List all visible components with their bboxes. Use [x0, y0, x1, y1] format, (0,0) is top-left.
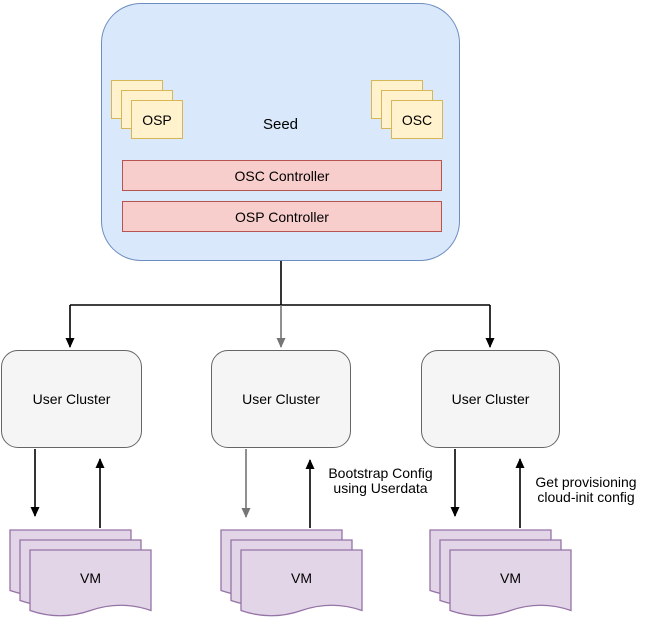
vm-1-label: VM: [80, 570, 101, 586]
annotation-bootstrap-line2: using Userdata: [333, 480, 428, 496]
seed-label: Seed: [262, 116, 299, 133]
osp-controller-label: OSP Controller: [235, 208, 329, 225]
annotation-provisioning-line1: Get provisioning: [535, 474, 637, 490]
osp-label: OSP: [142, 111, 172, 128]
osp-controller-bar: OSP Controller: [122, 201, 442, 232]
vm1-doc-front: [29, 549, 152, 617]
annotation-bootstrap-config: Bootstrap Config using Userdata: [308, 466, 453, 496]
user-cluster-2-label: User Cluster: [242, 391, 320, 407]
user-cluster-3: User Cluster: [421, 350, 560, 448]
vm-stack-3: [429, 529, 572, 617]
osc-card-front: OSC: [391, 100, 443, 139]
osc-controller-label: OSC Controller: [234, 167, 330, 184]
osc-label: OSC: [401, 111, 433, 128]
user-cluster-2: User Cluster: [211, 350, 351, 448]
vm-stack-1: [9, 529, 152, 617]
vm3-doc-front: [449, 549, 572, 617]
user-cluster-3-label: User Cluster: [451, 391, 530, 407]
annotation-get-provisioning: Get provisioning cloud-init config: [516, 475, 651, 505]
annotation-bootstrap-line1: Bootstrap Config: [328, 465, 433, 481]
annotation-provisioning-line2: cloud-init config: [537, 489, 635, 505]
vm-stack-2: [220, 529, 363, 617]
vm2-doc-front: [240, 549, 363, 617]
vm-2-label: VM: [291, 570, 312, 586]
user-cluster-1-label: User Cluster: [32, 391, 111, 407]
vm-3-label: VM: [500, 570, 521, 586]
osp-card-front: OSP: [131, 100, 183, 139]
osc-controller-bar: OSC Controller: [122, 160, 442, 191]
user-cluster-1: User Cluster: [1, 350, 142, 448]
